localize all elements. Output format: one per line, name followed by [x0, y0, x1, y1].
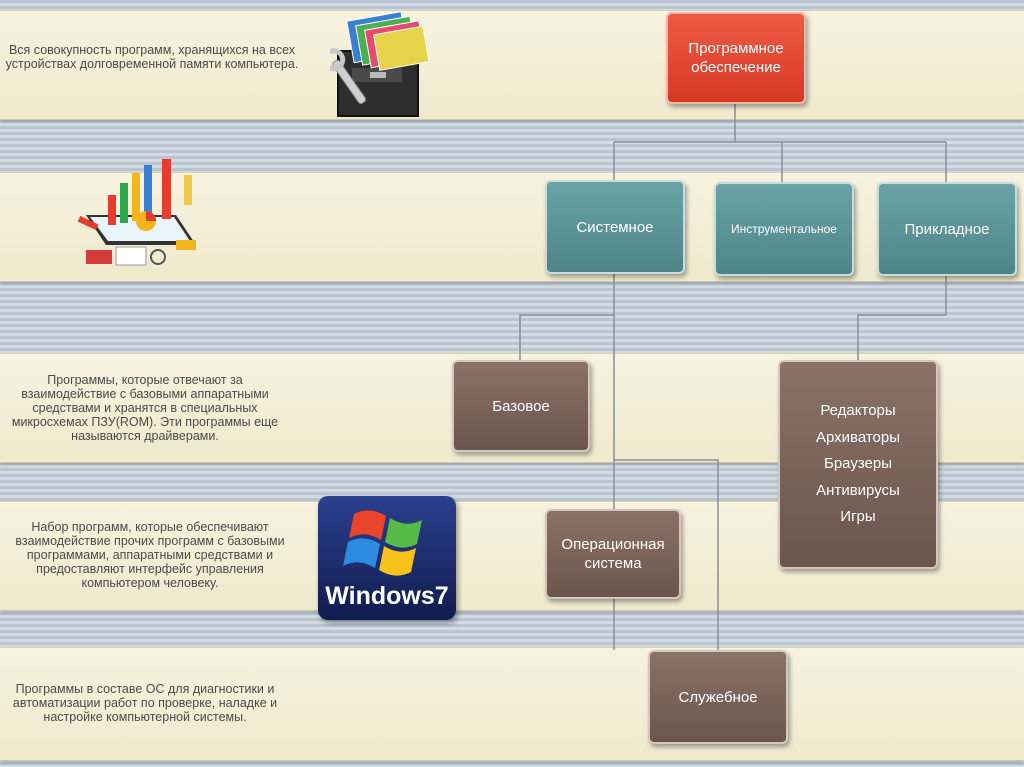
software-description: Вся совокупность программ, хранящихся на…	[5, 43, 299, 71]
applied-item: Архиваторы	[815, 428, 901, 446]
os-description: Набор программ, которые обеспечивают вза…	[15, 520, 285, 590]
root-node-software: Программное обеспечение	[666, 12, 806, 104]
windows-7-logo: Windows7	[318, 496, 456, 620]
file-cabinet-icon	[330, 11, 430, 117]
applied-item: Редакторы	[820, 402, 896, 420]
applied-list-box: Редакторы Архиваторы Браузеры Антивирусы…	[778, 360, 938, 569]
band-utility	[0, 647, 1024, 761]
node-applied: Прикладное	[877, 182, 1017, 276]
band-software	[0, 10, 1024, 120]
applied-item: Игры	[840, 508, 876, 526]
utility-description: Программы в составе ОС для диагностики и…	[12, 682, 278, 724]
windows-logo-text: Windows7	[325, 582, 449, 610]
node-instrumental: Инструментальное	[714, 182, 854, 276]
node-utility: Служебное	[648, 650, 788, 744]
node-system: Системное	[545, 180, 685, 274]
basic-description: Программы, которые отвечают за взаимодей…	[11, 373, 279, 443]
windows-flag-icon	[343, 510, 422, 576]
node-basic: Базовое	[452, 360, 590, 452]
applied-item: Антивирусы	[816, 481, 900, 499]
applied-item: Браузеры	[823, 455, 893, 473]
analytics-icon	[77, 159, 196, 266]
node-os: Операционная система	[545, 509, 681, 599]
